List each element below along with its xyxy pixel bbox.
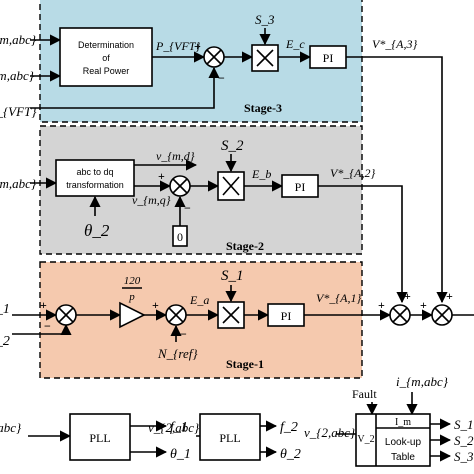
stage-1-panel	[39, 261, 363, 379]
sum1b-minus: −	[180, 327, 187, 341]
pll2-outline	[199, 413, 261, 461]
sum2-minus: −	[184, 201, 191, 215]
pll2-theta2-label: θ_2	[280, 447, 301, 462]
va2-label: V*_{A,2}	[330, 166, 375, 180]
gain-block	[119, 301, 146, 329]
va3-label: V*_{A,3}	[372, 37, 417, 51]
gain-denominator: p	[128, 291, 135, 303]
stage3-input-i: i_{m,abc}	[0, 68, 35, 83]
pll1-f1-label: f_1	[170, 420, 188, 435]
final1-plus-left: +	[378, 298, 385, 312]
eb-label: E_b	[251, 167, 271, 181]
vmd-label: v_{m,d}	[156, 149, 195, 163]
sum-junction-1a-cross-b	[58, 307, 74, 323]
ec-label: E_c	[285, 37, 305, 51]
lut-im-input-label: i_{m,abc}	[396, 374, 449, 389]
s2-x-b	[222, 176, 240, 196]
lut-im-label: I_m	[395, 417, 411, 428]
s2-label: S_2	[221, 138, 244, 154]
real-power-label-3: Real Power	[83, 66, 130, 76]
lookup-table-block	[355, 413, 431, 467]
sum2-plus: +	[158, 169, 165, 183]
final1-plus-top: +	[404, 289, 411, 303]
f1-input-label: f_1	[0, 302, 10, 317]
sum-junction-2-cross-b	[172, 178, 188, 194]
stage3-input-v: v_{m,abc}	[0, 32, 37, 47]
nref-label: N_{ref}	[157, 346, 198, 361]
stage2-label: Stage-2	[226, 239, 264, 253]
stage3-label: Stage-3	[244, 101, 282, 115]
pi3-label: PI	[323, 51, 334, 65]
stage3-input-p-ref: P*_{VFT}	[0, 104, 37, 119]
f2-arrow	[12, 323, 72, 336]
pll2-input-label: v_{2,abc}	[148, 420, 200, 435]
lut-out1-label: S_1	[454, 417, 474, 432]
theta2-label: θ_2	[84, 221, 110, 240]
zero-label: 0	[177, 230, 183, 244]
sum3-minus: −	[218, 71, 225, 85]
stage3-arrow-pref	[30, 66, 220, 109]
gain-numerator: 120	[124, 275, 141, 287]
pvft-label: P_{VFT}	[155, 39, 200, 53]
final2-cross-b	[434, 307, 450, 323]
lut-v2-label: V_2	[357, 434, 374, 445]
pll2-label: PLL	[219, 431, 240, 445]
pll1-theta1-label: θ_1	[170, 447, 191, 462]
va3-line	[346, 56, 448, 304]
lut-label-1: Look-up	[385, 437, 422, 448]
pll1-label: PLL	[89, 431, 110, 445]
final2-plus-top: +	[446, 289, 453, 303]
abc-dq-label-2: transformation	[66, 180, 124, 190]
s3-label: S_3	[255, 12, 275, 27]
s1-x-b	[222, 306, 240, 324]
abc-dq-block	[55, 159, 135, 197]
lut-input-label: v_{2,abc}	[304, 425, 356, 440]
va2-line	[318, 185, 408, 304]
pll2-f2-label: f_2	[280, 420, 298, 435]
sum-junction-1b-cross-b	[168, 307, 184, 323]
pi2-label: PI	[295, 180, 306, 194]
lut-label-2: Table	[391, 452, 415, 463]
final1-cross-b	[392, 307, 408, 323]
pll1-block	[69, 413, 131, 461]
real-power-label-2: of	[102, 53, 110, 63]
sum1a-plus: +	[40, 298, 47, 312]
abc-dq-label-1: abc to dq	[76, 167, 113, 177]
sum1a-minus: −	[44, 319, 51, 333]
s1-label: S_1	[221, 268, 244, 284]
lut-out3-label: S_3	[454, 449, 474, 464]
real-power-block	[59, 27, 153, 87]
lut-out2-label: S_2	[454, 433, 474, 448]
stage2-input-v: v_{m,abc}	[0, 176, 37, 191]
va1-label: V*_{A,1}	[316, 291, 361, 305]
sum1b-plus: +	[152, 298, 159, 312]
real-power-label-1: Determination	[78, 40, 134, 50]
pll1-input-label: v_{1,abc}	[0, 420, 22, 435]
s3-x-b	[256, 49, 274, 67]
vmq-label: v_{m,q}	[132, 193, 171, 207]
sum3-plus: +	[194, 39, 201, 53]
stage1-label: Stage-1	[226, 357, 264, 371]
final2-plus-left: +	[420, 298, 427, 312]
fault-label: Fault	[352, 387, 377, 401]
ea-label: E_a	[189, 293, 209, 307]
f2-input-label: f_2	[0, 334, 10, 349]
sum-junction-3-cross-b	[206, 49, 222, 65]
pi1-label: PI	[281, 309, 292, 323]
